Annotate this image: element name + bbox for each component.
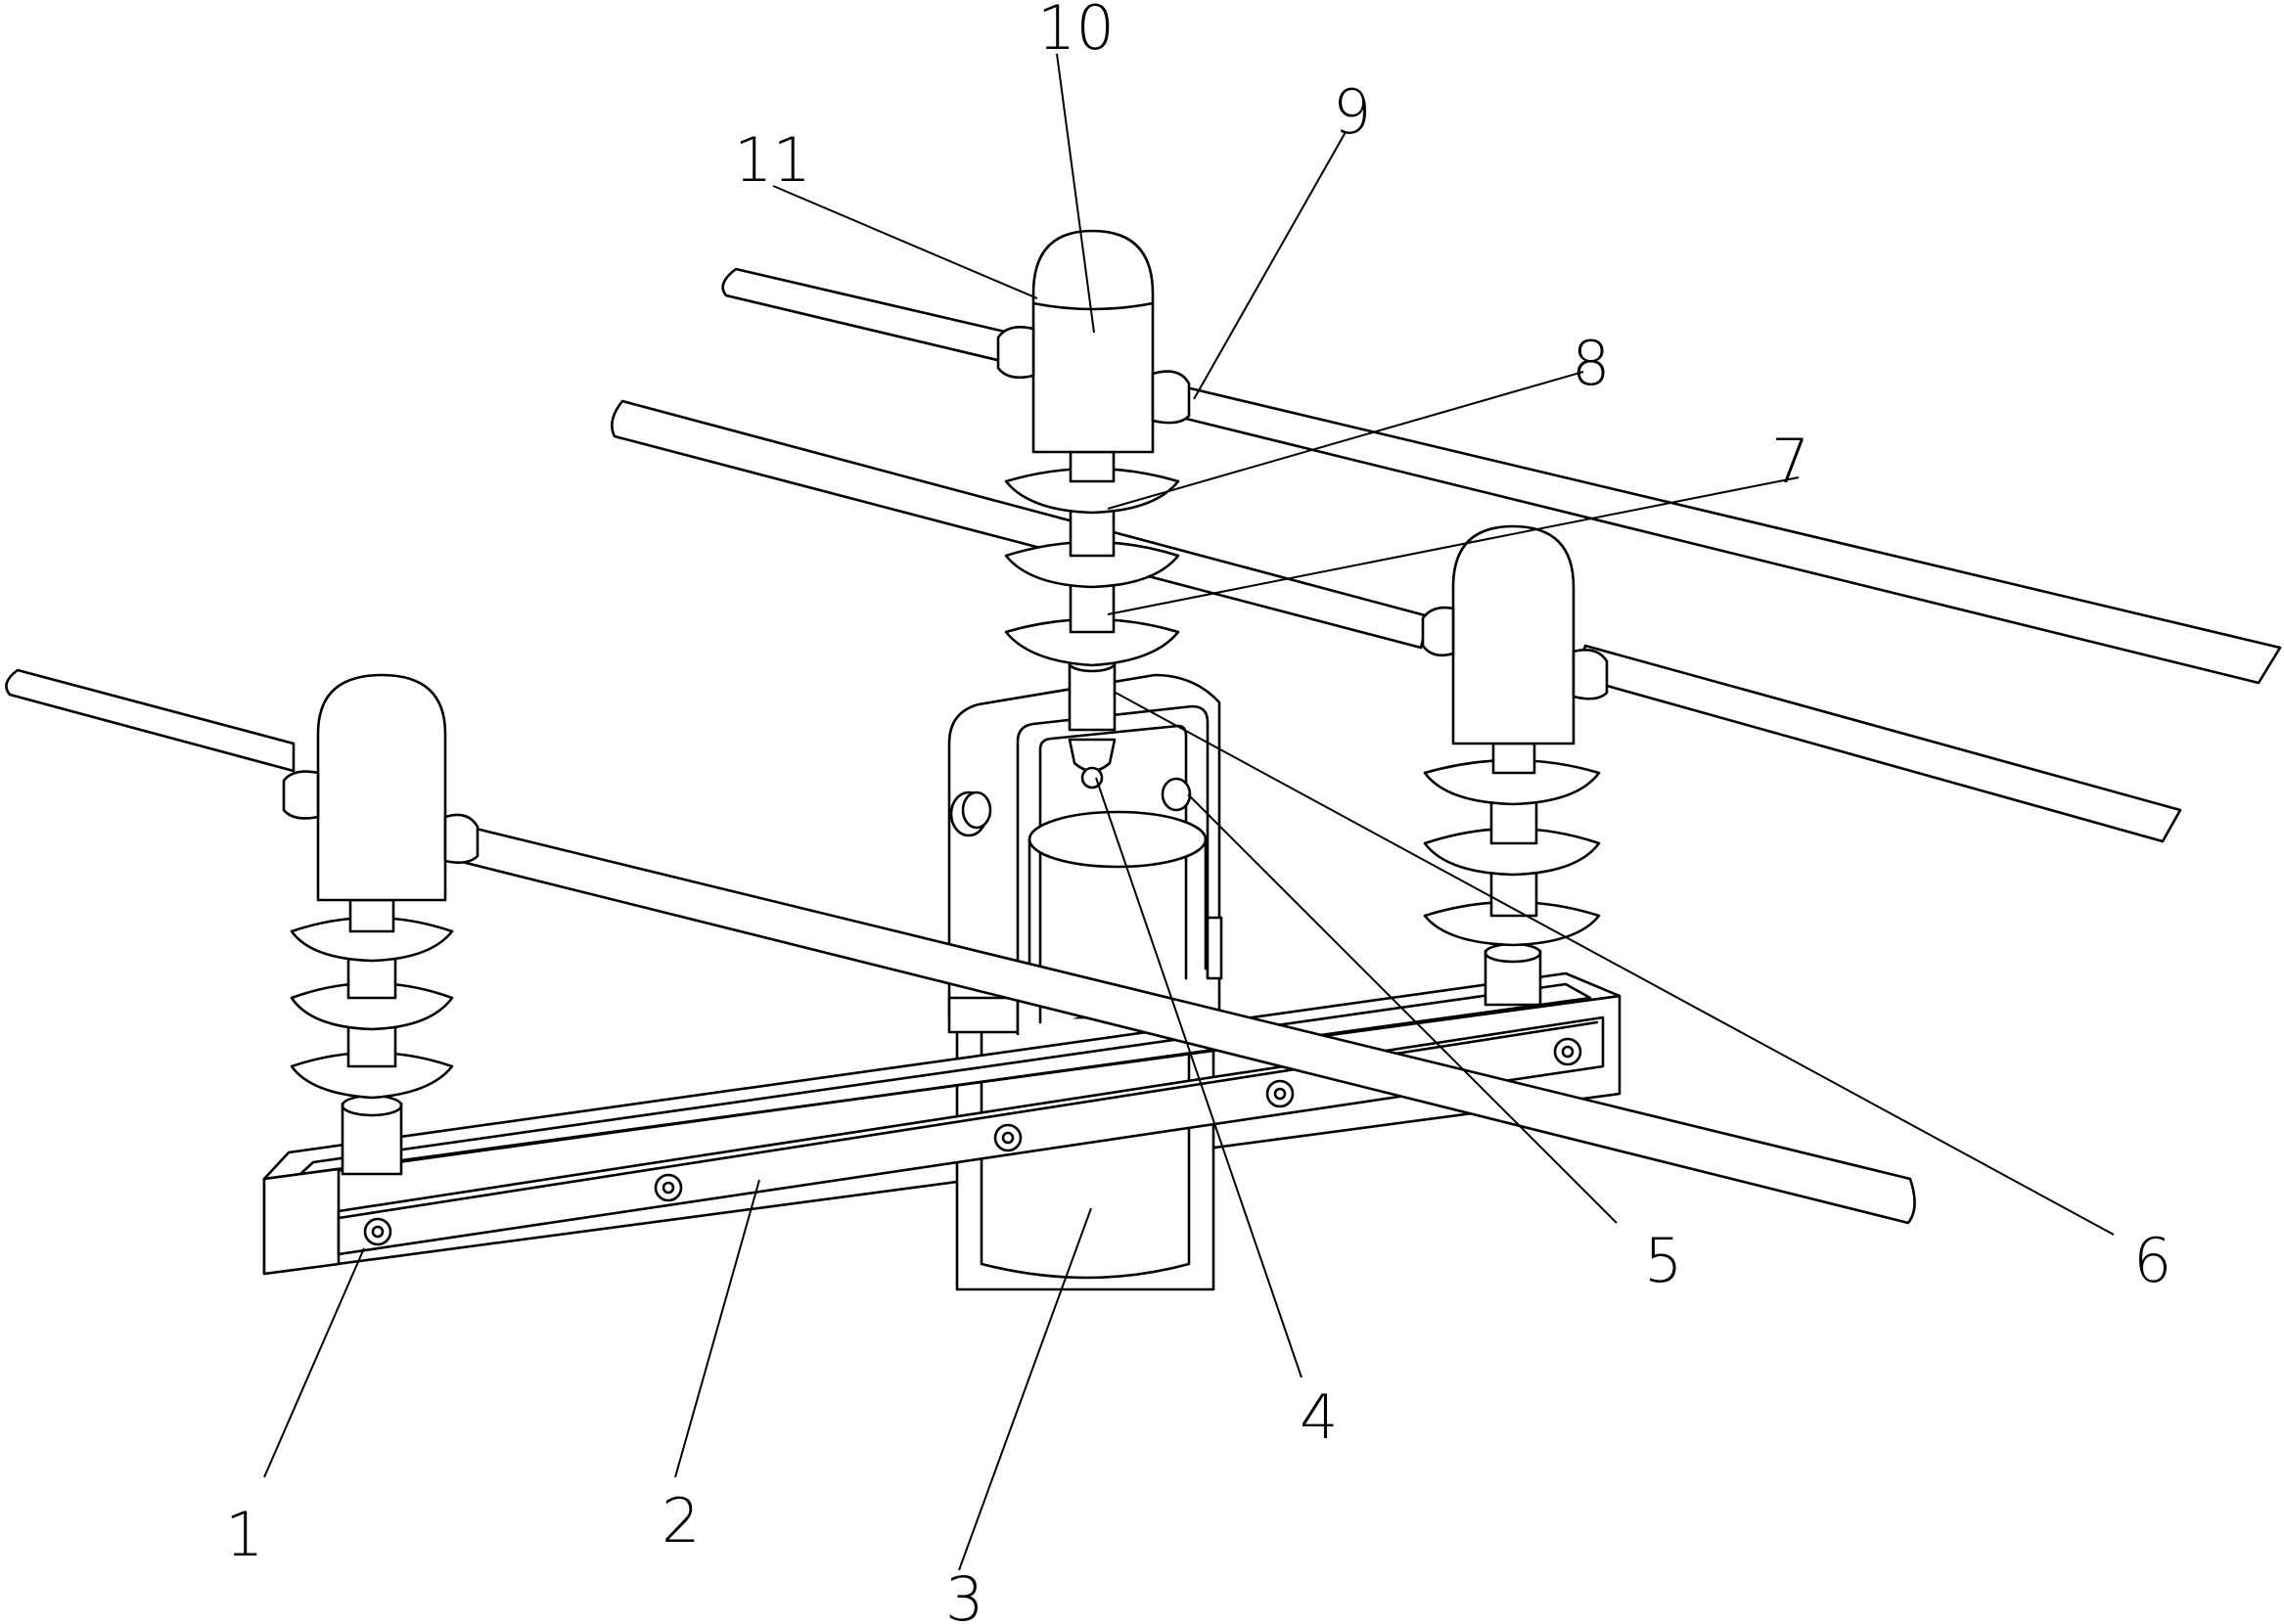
rod-right-long [611, 399, 2182, 843]
callout-1: 1 [225, 1499, 263, 1570]
rod-left-long [5, 668, 1916, 1225]
leader-lines [263, 53, 2115, 1571]
callout-11: 11 [734, 124, 811, 196]
callout-4: 4 [1300, 1381, 1338, 1453]
callout-labels: 1 2 3 4 5 6 7 8 9 10 11 [225, 0, 2171, 1624]
side-bosses [949, 777, 1192, 837]
right-insulator [1421, 524, 1609, 1007]
center-insulator [996, 229, 1191, 667]
crossbar-bolts [363, 1037, 1582, 1246]
callout-6: 6 [2133, 1225, 2171, 1296]
callout-5: 5 [1644, 1225, 1682, 1296]
callout-9: 9 [1333, 76, 1371, 148]
callout-10: 10 [1037, 0, 1115, 64]
callout-8: 8 [1572, 328, 1610, 399]
callout-3: 3 [945, 1563, 983, 1624]
crossbar-top [262, 971, 1622, 1276]
callout-2: 2 [662, 1485, 700, 1556]
rod-top [721, 267, 2282, 685]
left-insulator [282, 673, 480, 1176]
callout-7: 7 [1771, 426, 1809, 497]
